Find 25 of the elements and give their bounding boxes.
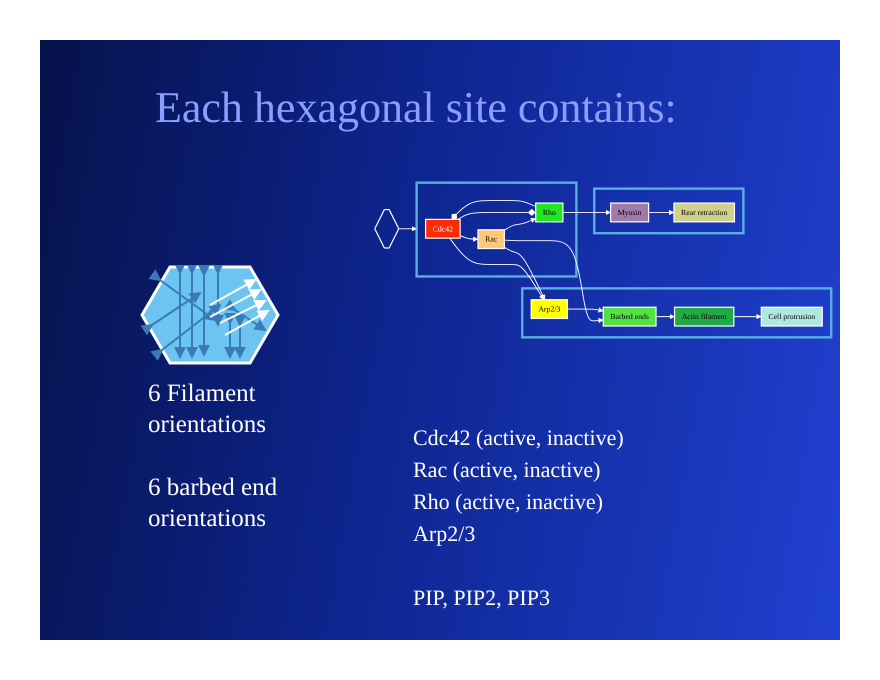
arrow (460, 235, 478, 242)
arrow (567, 307, 604, 313)
arrow (656, 314, 675, 320)
arrow (449, 238, 544, 300)
cluster (415, 181, 578, 278)
arrow (733, 314, 762, 320)
slide-title: Each hexagonal site contains: (155, 82, 677, 133)
caption-text: 6 barbed end orientations (148, 473, 278, 534)
state-list-item: Rac (active, inactive) (413, 457, 601, 483)
state-list-item: Cdc42 (active, inactive) (413, 425, 624, 451)
arrow (504, 218, 536, 231)
cluster (593, 187, 745, 234)
arrow (562, 210, 611, 216)
arrow (504, 240, 604, 324)
state-list-item: Arp2/3 (413, 521, 476, 547)
arrow (648, 210, 674, 216)
caption-text: 6 Filament orientations (148, 379, 268, 440)
arrow (398, 226, 417, 232)
node-hexagon (374, 208, 400, 249)
arrow (504, 246, 546, 300)
cluster (521, 287, 832, 339)
connector (451, 200, 536, 220)
state-list-item: PIP, PIP2, PIP3 (413, 585, 550, 611)
connector (457, 208, 536, 220)
state-list-item: Rho (active, inactive) (413, 489, 603, 515)
